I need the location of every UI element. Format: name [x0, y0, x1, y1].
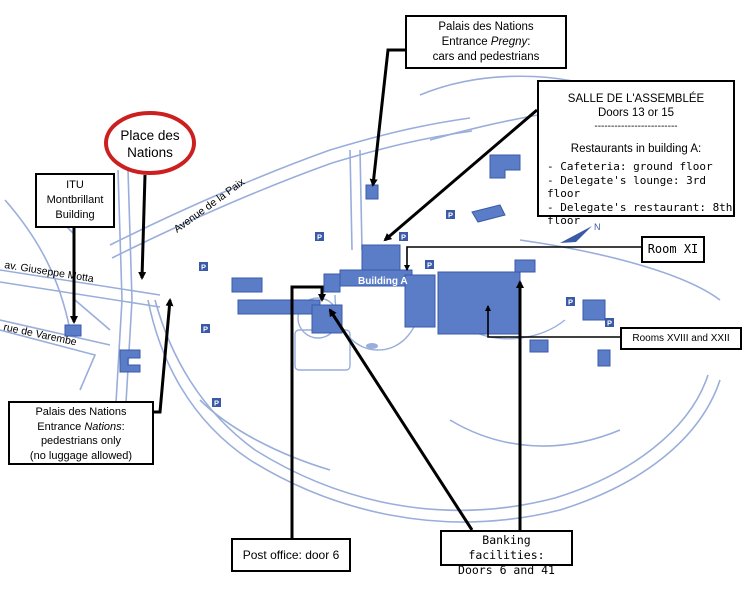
svg-text:N: N — [594, 222, 601, 232]
svg-text:P: P — [203, 325, 208, 334]
parking-icon: P — [212, 398, 221, 408]
restaurant-item: - Delegate's lounge: 3rd floor — [547, 173, 706, 201]
banking-line-1: Banking facilities: — [468, 533, 545, 562]
pointer-lines — [70, 48, 538, 538]
nations-entrance-callout: Palais des Nations Entrance Nations: ped… — [8, 401, 154, 465]
restaurant-item: - Delegate's restaurant: 8th floor — [547, 200, 733, 228]
pregny-line-3: cars and pedestrians — [432, 51, 540, 63]
nations-line-1: Palais des Nations — [35, 406, 127, 418]
place-line-1: Place des — [120, 128, 180, 143]
annex-ne — [489, 154, 521, 179]
pointer-assembly — [383, 108, 538, 242]
annex-se — [582, 299, 606, 321]
svg-text:P: P — [568, 298, 573, 307]
compass-icon: N — [560, 222, 601, 243]
room-xi-wing — [404, 274, 436, 328]
itu-building — [64, 324, 82, 337]
assembly-doors: Doors 13 or 15 — [597, 107, 675, 119]
west-wing-lower — [237, 299, 321, 315]
restaurants-title: Restaurants in building A: — [570, 143, 702, 155]
room-xi-callout: Room XI — [641, 236, 705, 263]
annex-ne2 — [471, 204, 506, 223]
itu-line-2: Montbrillant — [46, 194, 104, 206]
salle-assemblee-callout: SALLE DE L'ASSEMBLÉE Doors 13 or 15 ----… — [537, 80, 735, 227]
svg-text:P: P — [448, 211, 453, 220]
post-office-callout: Post office: door 6 — [231, 538, 351, 572]
place-line-2: Nations — [127, 145, 173, 160]
assembly-divider: ------------------------- — [594, 121, 678, 132]
street-avenue-de-la-paix: Avenue de la Paix — [172, 176, 248, 236]
annex-e — [514, 259, 536, 273]
itu-callout: ITU Montbrillant Building — [35, 173, 115, 228]
parking-icon: P — [201, 324, 210, 334]
post-office-label: Post office: door 6 — [242, 548, 340, 562]
banking-callout: Banking facilities: Doors 6 and 41 — [440, 530, 573, 577]
pointer-nations — [152, 298, 174, 414]
svg-text:P: P — [427, 261, 432, 270]
pointer-lines-thin — [404, 246, 641, 338]
pointer-rooms-xviii — [485, 305, 620, 338]
connector — [323, 273, 341, 293]
itu-line-1: ITU — [66, 179, 84, 191]
building-a-label: Building A — [358, 276, 408, 287]
buildings — [64, 154, 611, 373]
parking-icon: P — [605, 318, 614, 328]
annex-c — [119, 349, 141, 373]
place-des-nations-ring — [104, 111, 196, 175]
pointer-post — [290, 285, 326, 538]
banking-line-2: Doors 6 and 41 — [458, 563, 555, 577]
svg-text:P: P — [214, 399, 219, 408]
pointer-pregny — [369, 48, 405, 187]
parking-icon: P — [425, 260, 434, 270]
annex-s — [529, 339, 549, 353]
rooms-xviii-callout: Rooms XVIII and XXII — [620, 327, 742, 350]
svg-text:P: P — [401, 233, 406, 242]
pregny-entrance-callout: Palais des Nations Entrance Pregny: cars… — [405, 15, 567, 69]
svg-text:P: P — [201, 263, 206, 272]
east-wing-e — [437, 271, 521, 335]
restaurant-item: - Cafeteria: ground floor — [547, 160, 713, 173]
nations-line-3: pedestrians only — [40, 435, 122, 447]
annex-s2 — [597, 349, 611, 367]
parking-icon: P — [446, 210, 455, 220]
svg-text:P: P — [317, 233, 322, 242]
svg-text:P: P — [607, 319, 612, 328]
itu-line-3: Building — [55, 209, 95, 221]
rooms-xviii-label: Rooms XVIII and XXII — [632, 333, 730, 344]
room-xi-label: Room XI — [647, 242, 699, 256]
west-wing — [231, 277, 263, 293]
pointer-room-xi — [404, 246, 641, 271]
assembly-title: SALLE DE L'ASSEMBLÉE — [567, 93, 705, 105]
pointer-bank-a — [328, 308, 474, 531]
pregny-line-1: Palais des Nations — [438, 21, 534, 33]
pregny-gate — [365, 184, 379, 200]
pointer-place — [138, 174, 147, 280]
nations-line-4: (no luggage allowed) — [29, 449, 133, 462]
parking-icon: P — [399, 232, 408, 242]
parking-icon: P — [315, 232, 324, 242]
street-giuseppe-motta: av. Giuseppe Motta — [4, 259, 95, 285]
pregny-line-2: Entrance Pregny: — [441, 36, 531, 48]
fountain — [366, 343, 378, 349]
nations-line-2: Entrance Nations: — [37, 420, 125, 433]
parking-markers: P P P P P P P P P — [199, 210, 614, 408]
parking-icon: P — [566, 297, 575, 307]
parking-icon: P — [199, 262, 208, 272]
